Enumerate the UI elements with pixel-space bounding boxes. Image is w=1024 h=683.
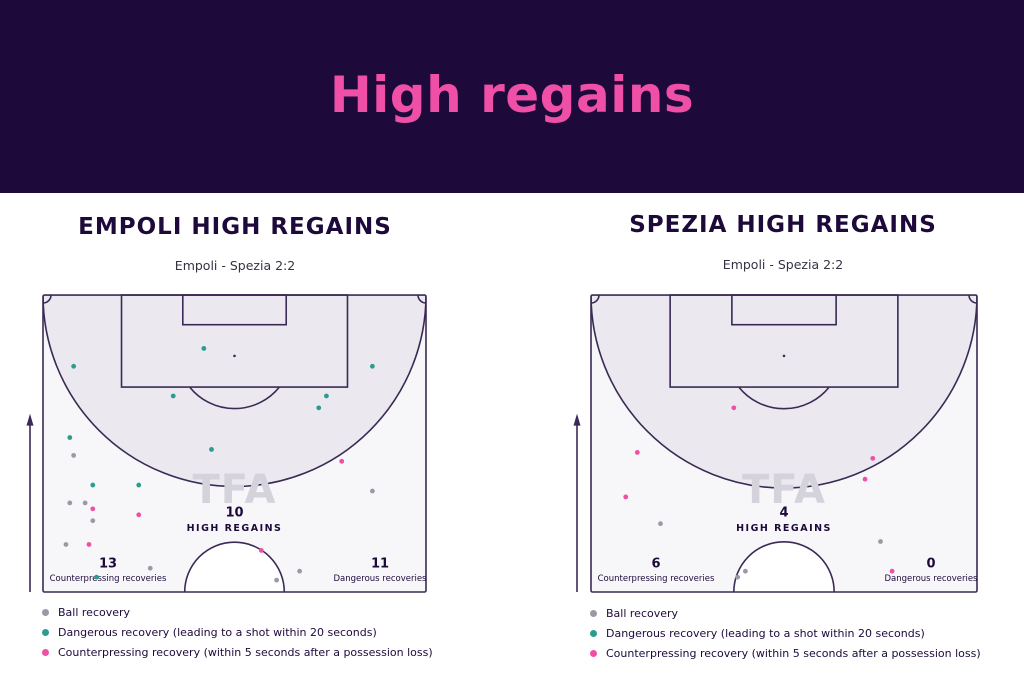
recovery-point-ball [63,542,69,547]
counterpressing-label: Counterpressing recoveries [50,574,167,584]
recovery-point-dangerous [94,574,100,580]
recovery-point-ball [67,500,73,506]
legend-label: Counterpressing recovery (within 5 secon… [606,647,981,660]
recovery-point-dangerous [201,346,207,351]
dangerous-recovery-dot-icon [590,630,597,637]
chart-title-left: EMPOLI HIGH REGAINS [78,214,392,240]
recovery-point-counterpress [870,455,876,461]
recovery-point-dangerous [71,363,77,369]
chart-subtitle-left: Empoli - Spezia 2:2 [174,258,296,273]
recovery-point-counterpress [339,458,345,464]
recovery-point-counterpress [623,494,629,500]
recovery-point-counterpress [90,506,96,512]
counterpress-recovery-dot-icon [590,650,597,657]
recovery-point-dangerous [170,393,176,399]
chart-title-right: SPEZIA HIGH REGAINS [629,212,937,238]
recovery-point-ball [369,488,375,494]
recovery-point-counterpress [258,548,264,553]
counterpressing-value: 6 [651,557,660,572]
ball-recovery-dot-icon [42,609,49,616]
ball-recovery-dot-icon [590,610,597,617]
high-zone-arc [591,295,977,489]
high-regains-value: 10 [225,505,243,520]
high-zone-arc [43,295,426,488]
pitch-border [590,294,978,593]
dangerous-recovery-dot-icon [42,629,49,636]
dangerous-label: Dangerous recoveries [334,574,428,584]
recovery-point-ball [297,568,303,574]
attack-direction-arrow-icon [573,413,581,426]
recovery-point-counterpress [862,476,868,482]
recovery-point-dangerous [209,447,214,452]
recovery-point-counterpress [136,512,142,518]
legend-label: Dangerous recovery (leading to a shot wi… [606,627,925,640]
recovery-point-ball [658,521,663,527]
dangerous-label: Dangerous recoveries [885,574,979,584]
recovery-point-counterpress [889,568,895,574]
page-title: High regains [329,66,695,124]
center-circle [733,541,835,593]
recovery-point-ball [878,539,883,544]
recovery-point-ball [71,452,77,458]
counterpress-recovery-dot-icon [42,649,49,656]
chart-subtitle-right: Empoli - Spezia 2:2 [722,257,844,272]
legend-label: Dangerous recovery (leading to a shot wi… [58,626,377,639]
recovery-point-dangerous [90,482,96,488]
counterpressing-value: 13 [99,557,117,572]
recovery-point-dangerous [324,393,329,399]
recovery-point-ball [735,574,741,580]
recovery-point-ball [147,565,153,571]
watermark-logo: TFA [193,467,277,513]
pitch-border [42,294,427,593]
high-regains-label: HIGH REGAINS [736,523,832,534]
recovery-point-dangerous [369,363,375,369]
watermark-logo: TFA [742,467,826,513]
dangerous-value: 0 [926,557,935,572]
penalty-spot [233,354,236,358]
header-banner: High regains [0,0,1024,193]
legend-label: Ball recovery [606,607,679,620]
attack-direction-arrow-icon [26,413,34,426]
legend-label: Counterpressing recovery (within 5 secon… [58,646,433,659]
recovery-point-dangerous [316,405,322,411]
high-regains-value: 4 [779,505,788,520]
recovery-point-counterpress [634,450,640,455]
recovery-point-dangerous [67,435,73,440]
legend-label: Ball recovery [58,606,131,619]
recovery-point-dangerous [136,482,142,488]
recovery-point-ball [274,577,280,583]
recovery-point-ball [90,518,96,524]
recovery-point-counterpress [731,405,737,411]
recovery-point-ball [82,500,88,506]
penalty-arc [189,386,280,410]
penalty-arc [738,386,830,410]
center-circle [183,541,286,593]
recovery-point-ball [743,568,748,574]
recovery-point-counterpress [86,542,92,547]
high-regains-label: HIGH REGAINS [187,523,283,534]
penalty-spot [782,354,786,358]
dangerous-value: 11 [371,557,389,572]
counterpressing-label: Counterpressing recoveries [598,574,715,584]
